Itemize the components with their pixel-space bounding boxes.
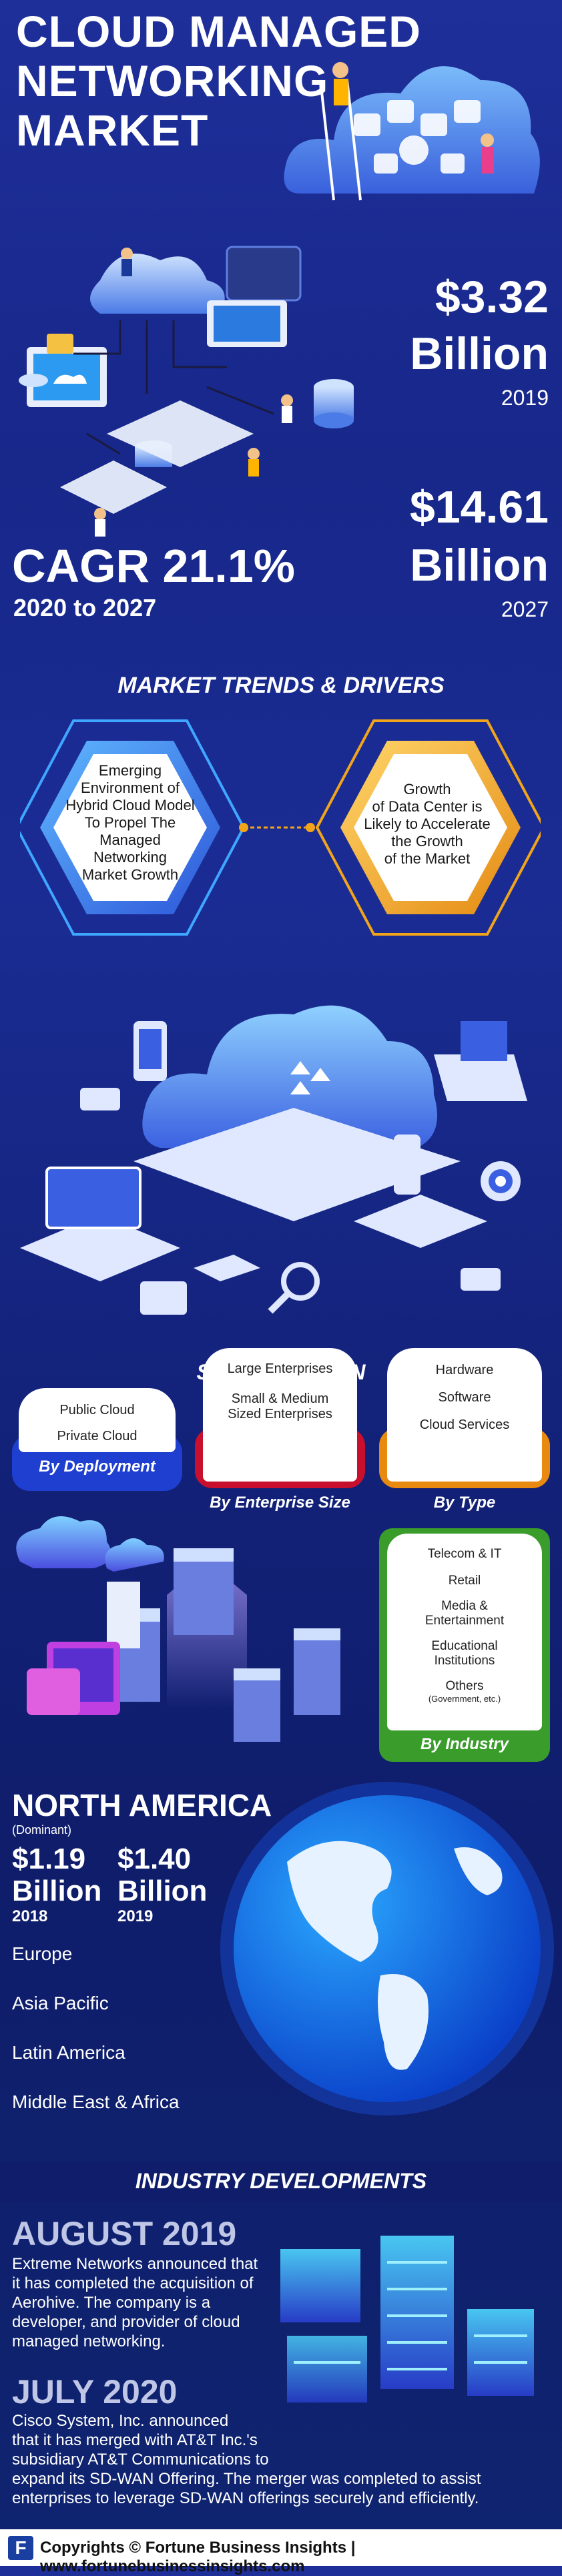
region-asia-pacific: Asia Pacific (12, 1993, 109, 2013)
segment-enterprise: Large Enterprises Small & Medium Sized E… (195, 1348, 365, 1528)
developments-heading: INDUSTRY DEVELOPMENTS (135, 2169, 427, 2193)
dev-1-text: Extreme Networks announced that it has c… (12, 2255, 258, 2350)
unit-2019: Billion (410, 328, 549, 379)
year-2027: 2027 (501, 597, 549, 621)
fbi-logo-icon: F (8, 2536, 33, 2560)
region-middle-east-africa: Middle East & Africa (12, 2091, 180, 2112)
dev-2-text: Cisco System, Inc. announced that it has… (12, 2412, 481, 2507)
servers-illustration (16, 1516, 340, 1742)
data-center-illustration (280, 2236, 534, 2402)
cagr-value: CAGR 21.1% (12, 540, 296, 592)
trends-hexagons (20, 719, 541, 936)
cagr-period: 2020 to 2027 (13, 594, 157, 621)
globe-illustration (220, 1782, 554, 2116)
segment-industry: Telecom & IT Retail Media & Entertainmen… (379, 1528, 550, 1762)
na-2019: $1.40 Billion 2019 (117, 1843, 208, 1926)
tab-by-industry: By Industry (420, 1735, 509, 1753)
dev-1-date: AUGUST 2019 (12, 2215, 237, 2252)
tab-by-enterprise-size: By Enterprise Size (210, 1494, 350, 1512)
dominant-region: NORTH AMERICA (12, 1788, 272, 1823)
footer: F Copyrights © Fortune Business Insights… (0, 2529, 562, 2575)
value-2019: $3.32 (435, 272, 549, 322)
region-europe: Europe (12, 1943, 73, 1964)
cloud-devices-illustration (20, 1005, 527, 1315)
tab-by-deployment: By Deployment (39, 1458, 156, 1476)
trend-hybrid-cloud: Emerging Environment of Hybrid Cloud Mod… (65, 762, 195, 883)
network-isometric-illustration (19, 246, 354, 537)
dev-2-date: JULY 2020 (12, 2373, 178, 2410)
cloud-apps-illustration (284, 62, 540, 201)
na-2018: $1.19 Billion 2018 (12, 1843, 102, 1926)
segment-deployment: Public Cloud Private Cloud By Deployment (12, 1388, 182, 1491)
unit-2027: Billion (410, 540, 549, 591)
value-2027: $14.61 (410, 482, 549, 533)
page-title: CLOUD MANAGED NETWORKING MARKET (16, 7, 421, 155)
dominant-note: (Dominant) (12, 1823, 72, 1837)
footer-copyright[interactable]: Copyrights © Fortune Business Insights |… (40, 2539, 356, 2575)
trend-data-center: Growth of Data Center is Likely to Accel… (364, 781, 491, 867)
year-2019: 2019 (501, 386, 549, 410)
trends-heading: MARKET TRENDS & DRIVERS (117, 673, 445, 698)
segment-type: Hardware Software Cloud Services By Type (379, 1348, 550, 1528)
region-latin-america: Latin America (12, 2042, 125, 2063)
tab-by-type: By Type (433, 1494, 496, 1512)
